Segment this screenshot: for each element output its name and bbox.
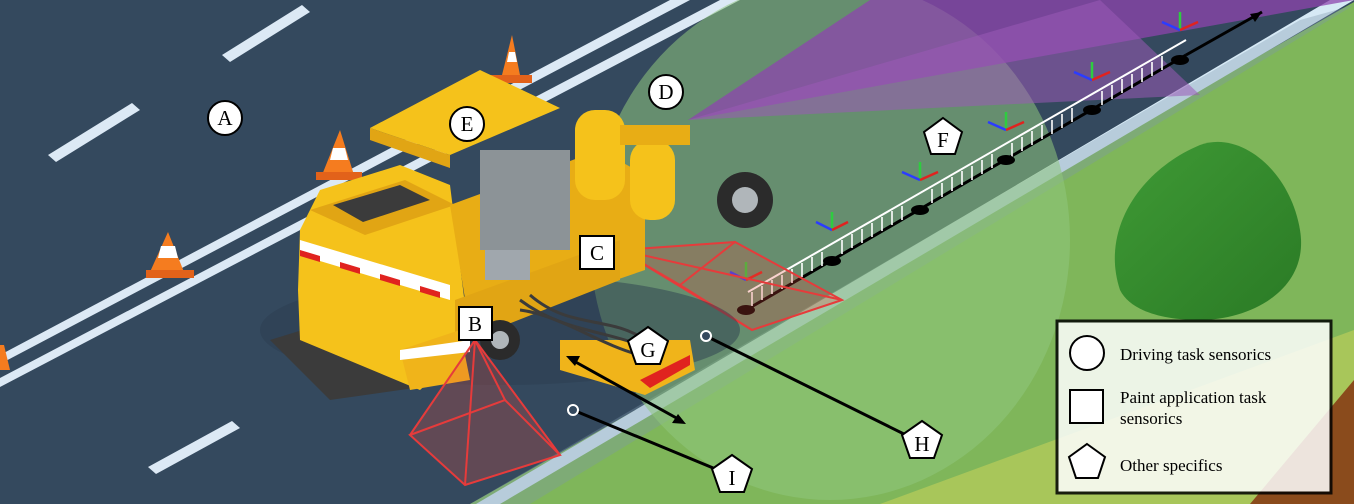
circle-icon (1070, 336, 1104, 370)
marker-b-label: B (468, 312, 482, 336)
marker-e-label: E (461, 112, 474, 136)
marker-a-label: A (217, 106, 233, 130)
marker-f-label: F (937, 128, 949, 152)
leader-anchor-h (701, 331, 711, 341)
legend-other-label: Other specifics (1120, 456, 1222, 475)
square-icon (1070, 390, 1103, 423)
legend-driving-label: Driving task sensorics (1120, 345, 1271, 364)
marker-a: A (208, 101, 242, 135)
marker-i-label: I (729, 466, 736, 490)
marker-e: E (450, 107, 484, 141)
marker-g-label: G (640, 338, 655, 362)
legend: Driving task sensorics Paint application… (1057, 321, 1331, 493)
marker-c-label: C (590, 241, 604, 265)
marker-b: B (459, 307, 492, 340)
legend-paint-label-line1: Paint application task (1120, 388, 1267, 407)
marker-h-label: H (914, 432, 929, 456)
marker-d: D (649, 75, 683, 109)
legend-paint-label-line2: sensorics (1120, 409, 1182, 428)
marker-c: C (580, 236, 614, 269)
marker-d-label: D (658, 80, 673, 104)
leader-anchor-i (568, 405, 578, 415)
